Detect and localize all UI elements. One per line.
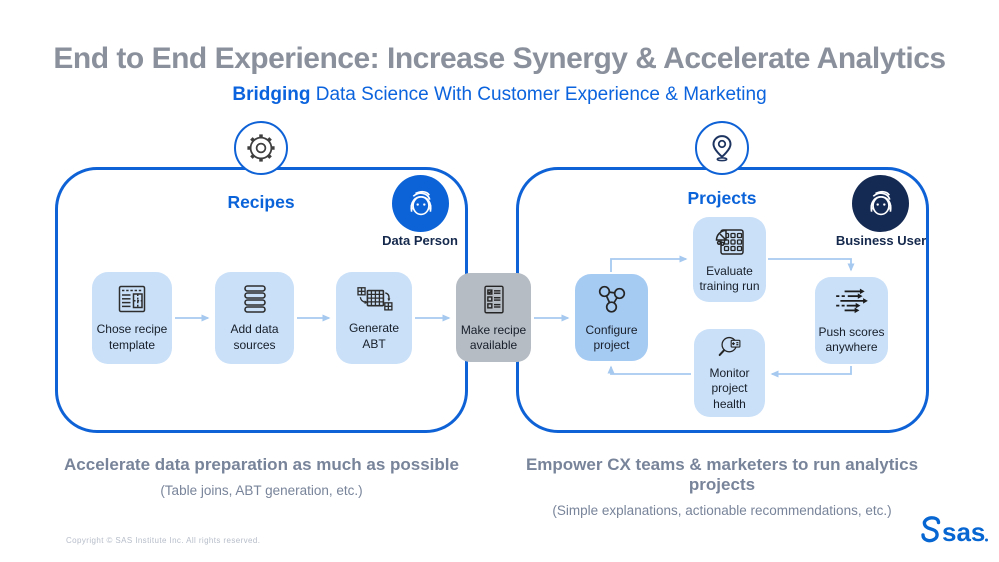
gear-icon [247, 134, 275, 162]
generate-abt-icon [357, 287, 393, 311]
copyright-notice: Copyright © SAS Institute Inc. All right… [66, 536, 261, 545]
data-person-avatar [392, 175, 449, 232]
recipes-caption-main: Accelerate data preparation as much as p… [64, 455, 459, 474]
person-face-icon [410, 190, 431, 215]
step-generate-abt: Generate ABT [336, 272, 412, 364]
step-label: Push scores anywhere [818, 324, 885, 354]
step-chose-recipe-template: Chose recipe template [92, 272, 172, 364]
subtitle-emphasis: Bridging [232, 84, 311, 105]
business-user-label: Business User [835, 233, 927, 248]
evaluate-grid-icon [715, 228, 744, 255]
sas-logo: sas [921, 516, 988, 547]
projects-badge [695, 121, 749, 175]
data-sources-icon [243, 285, 266, 313]
step-label: Chose recipe template [96, 322, 168, 352]
step-add-data-sources: Add data sources [215, 272, 294, 364]
page-subtitle: Bridging Data Science With Customer Expe… [0, 84, 999, 106]
step-configure-project: Configure project [575, 274, 648, 361]
business-user-avatar [852, 175, 909, 232]
projects-caption: Empower CX teams & marketers to run anal… [492, 455, 952, 518]
subtitle-rest: Data Science With Customer Experience & … [310, 84, 767, 105]
step-make-recipe-available: Make recipe available [456, 273, 531, 362]
recipes-badge [234, 121, 288, 175]
projects-panel-title: Projects [687, 188, 757, 208]
projects-caption-sub: (Simple explanations, actionable recomme… [552, 503, 892, 518]
step-label: Configure project [585, 322, 638, 352]
projects-caption-main: Empower CX teams & marketers to run anal… [525, 455, 919, 494]
person-face-icon [870, 190, 891, 215]
step-evaluate-training-run: Evaluate training run [693, 217, 766, 302]
step-label: Monitor project health [709, 365, 750, 411]
step-push-scores-anywhere: Push scores anywhere [815, 277, 888, 364]
step-label: Generate ABT [348, 321, 400, 351]
recipes-caption-sub: (Table joins, ABT generation, etc.) [160, 483, 363, 498]
push-arrows-icon [835, 288, 868, 313]
recipe-template-icon [118, 285, 146, 313]
magnifier-chart-icon [718, 336, 740, 357]
location-pin-icon [712, 135, 732, 162]
recipes-caption: Accelerate data preparation as much as p… [34, 455, 489, 498]
network-icon [598, 285, 625, 313]
checklist-icon [483, 285, 504, 314]
step-label: Evaluate training run [699, 263, 760, 293]
step-monitor-project-health: Monitor project health [694, 329, 765, 417]
recipes-panel-title: Recipes [227, 192, 295, 212]
page-title: End to End Experience: Increase Synergy … [53, 42, 946, 75]
step-label: Add data sources [230, 322, 279, 352]
sas-logo-text: sas [942, 517, 985, 547]
data-person-label: Data Person [382, 233, 458, 248]
step-label: Make recipe available [460, 322, 527, 352]
